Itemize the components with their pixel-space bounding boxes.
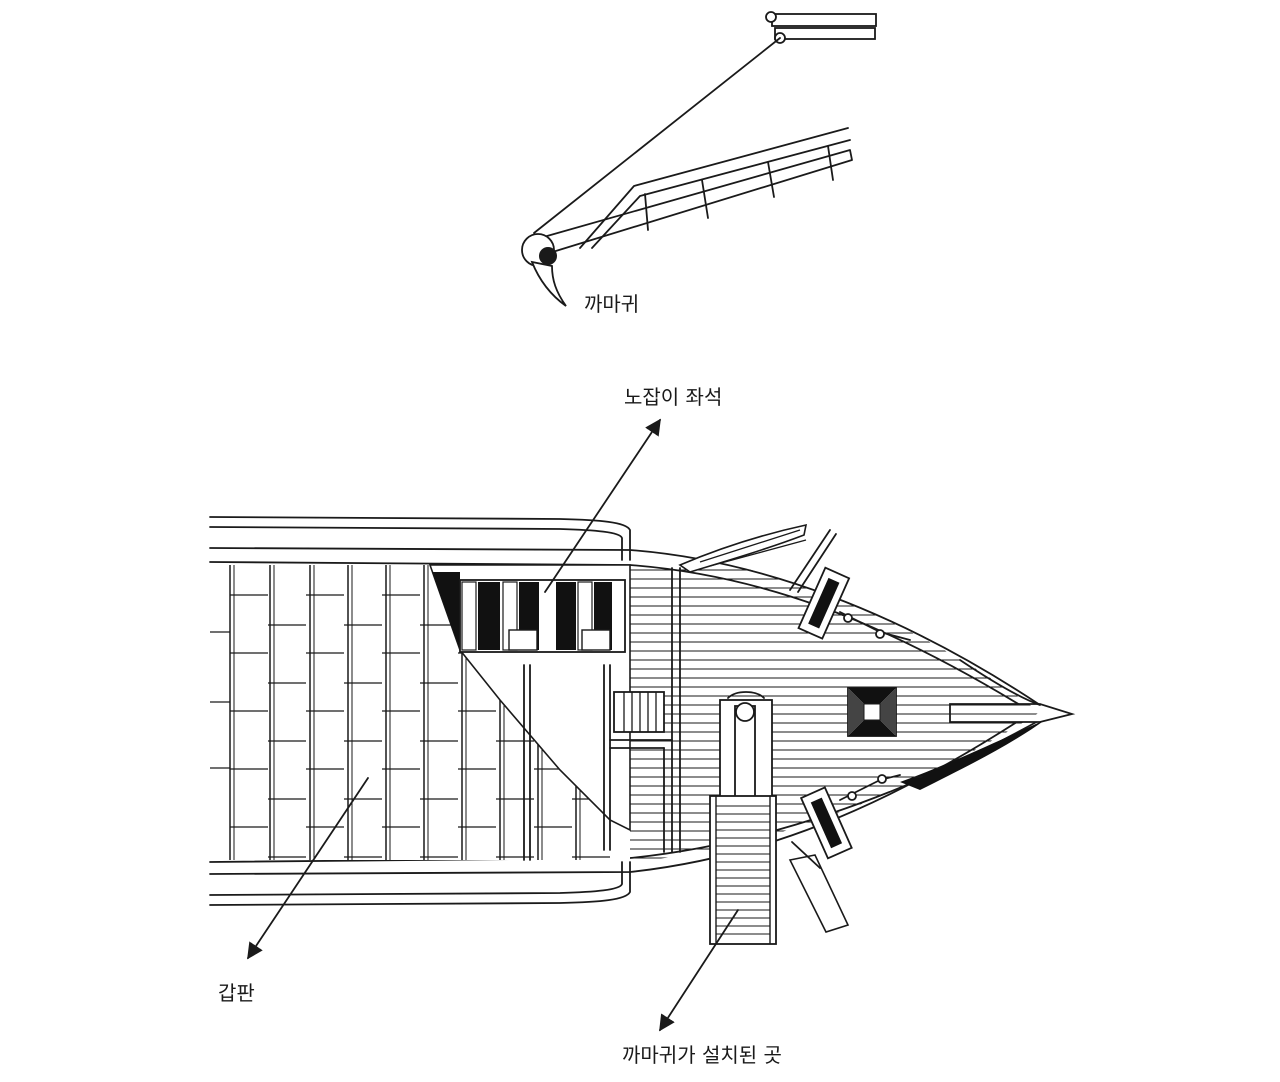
arrow-rower-seat [544,418,661,593]
label-hook-location: 까마귀가 설치된 곳 [622,1043,782,1067]
corvus-mount [709,691,777,945]
arrow-deck [247,777,369,960]
label-hook: 까마귀 [584,292,639,316]
label-rower-seat: 노잡이 좌석 [624,385,722,409]
arrow-hook-location [659,909,739,1032]
rower-seats [432,572,626,653]
corvus-drawing [521,11,877,307]
ship-plan [209,516,1076,945]
label-deck: 갑판 [218,981,255,1005]
